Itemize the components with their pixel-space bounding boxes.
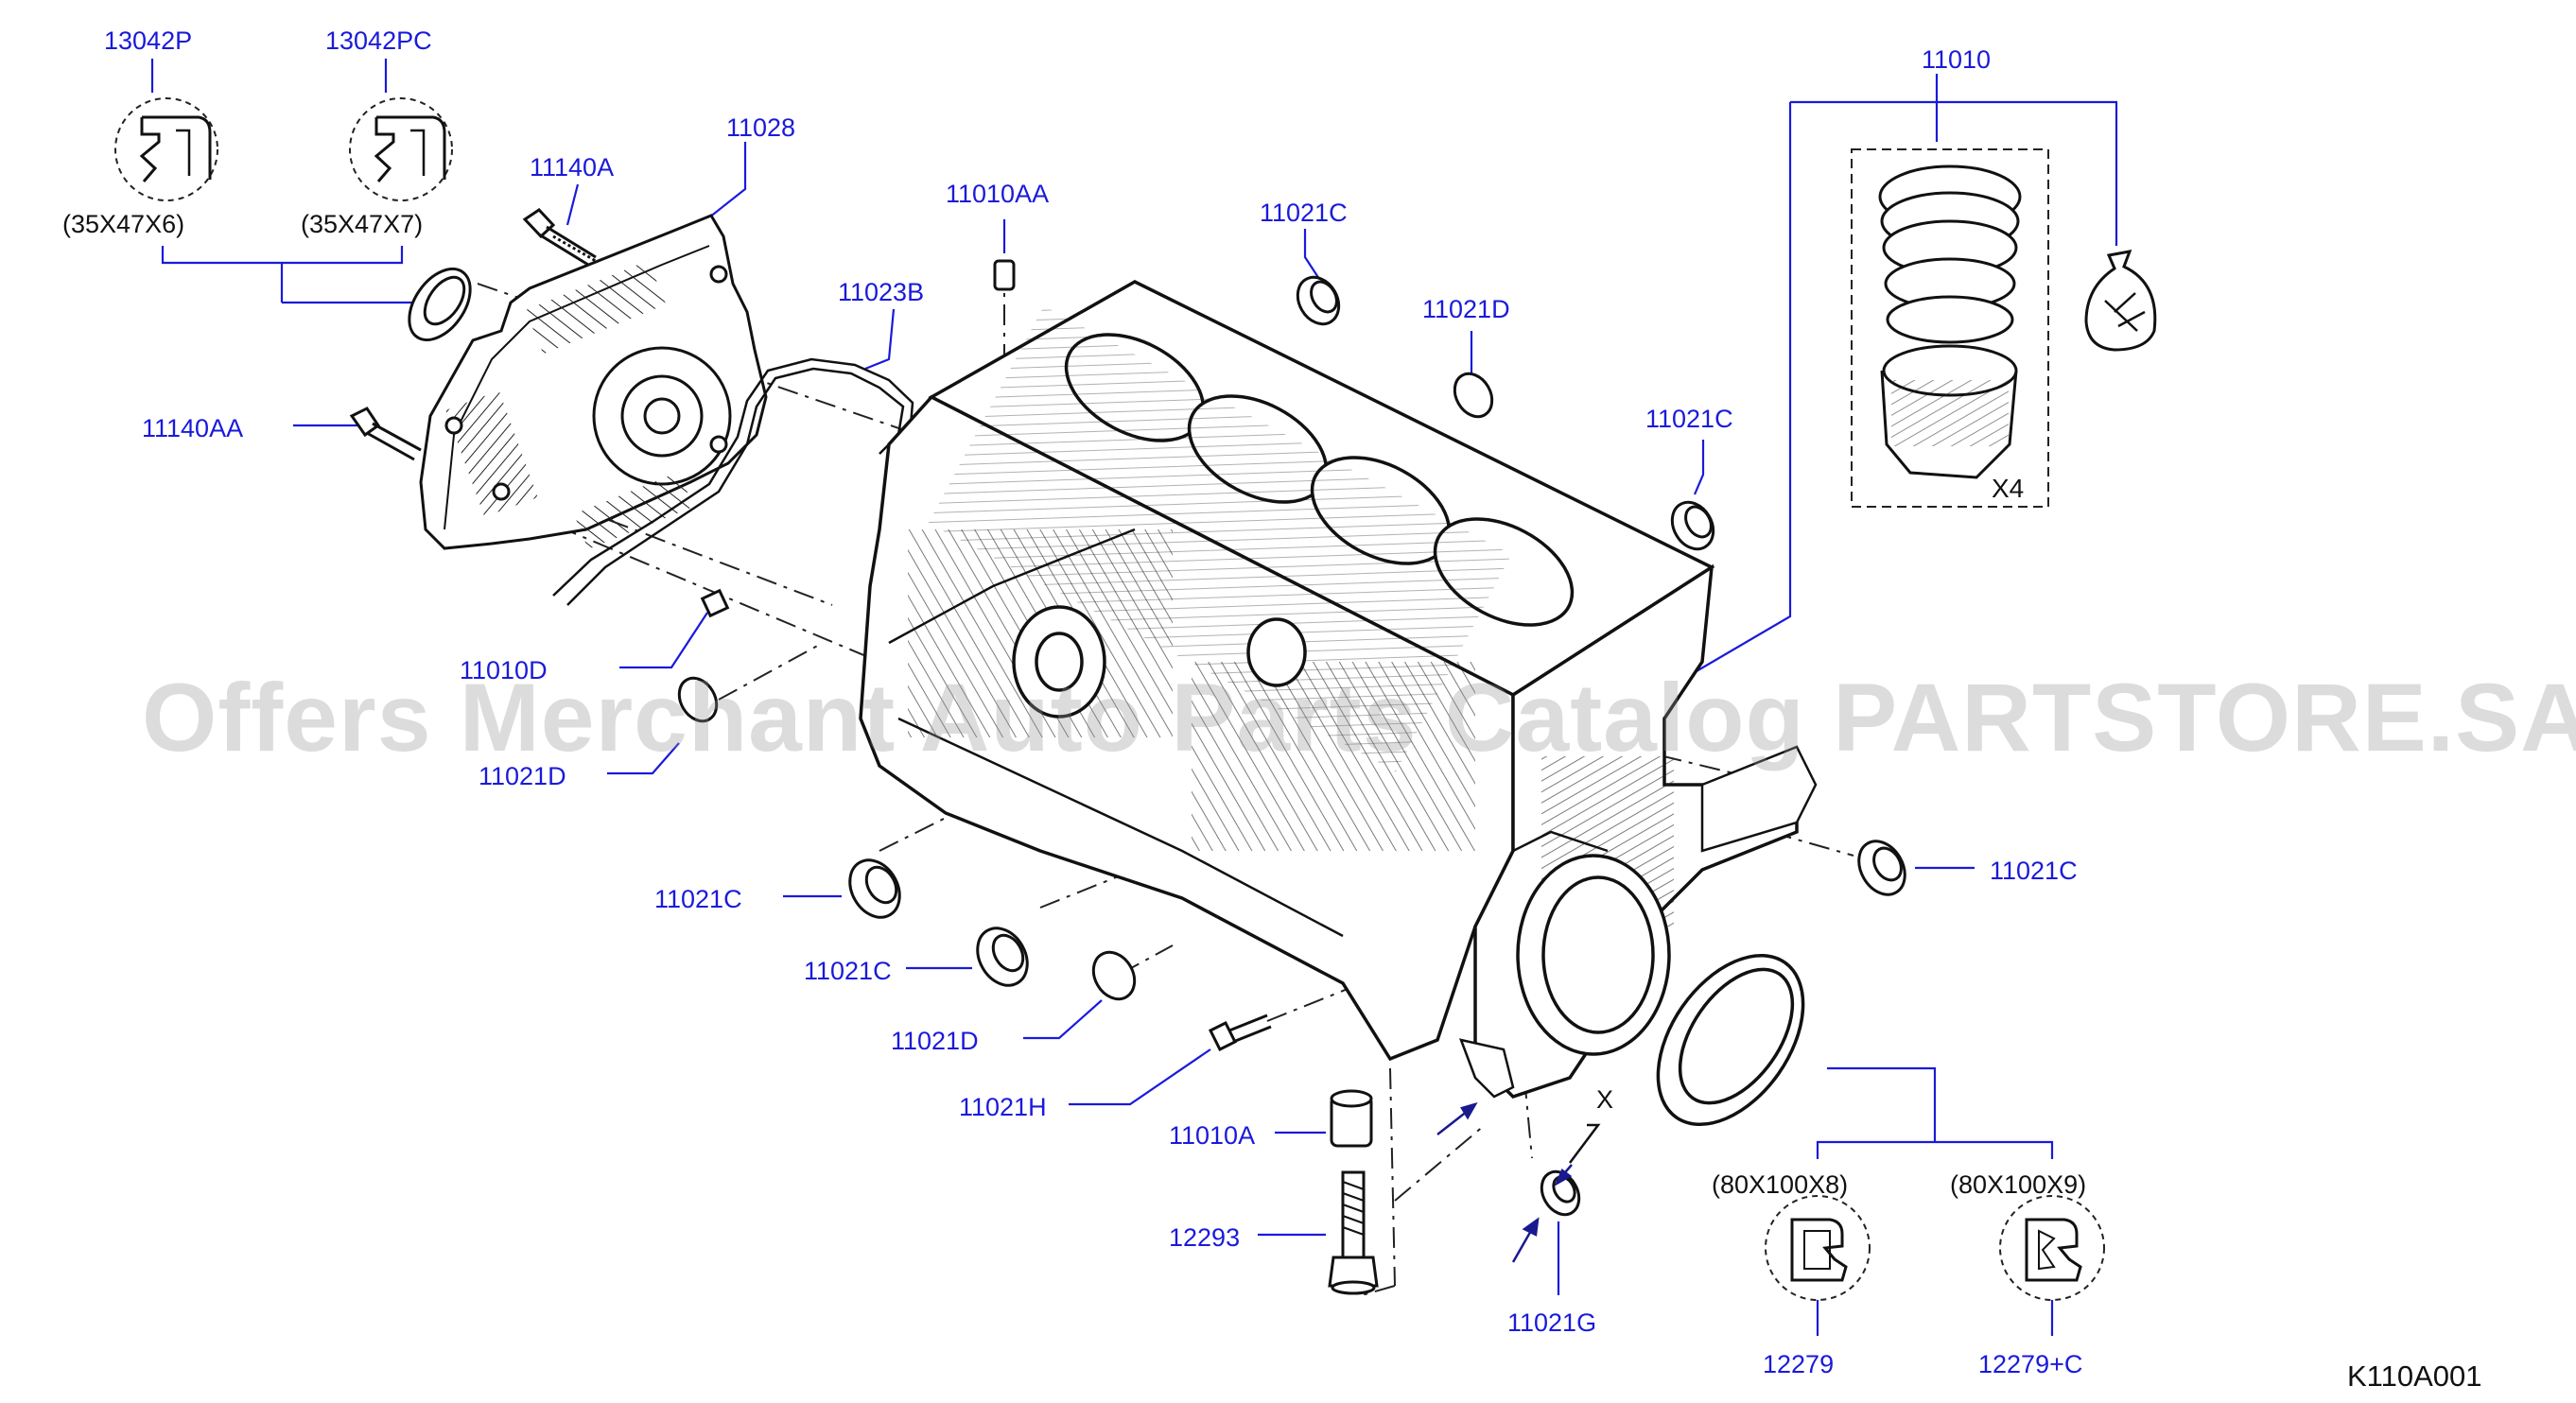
label-11021g[interactable]: 11021G [1507, 1308, 1597, 1337]
plugs-11021 [677, 275, 1906, 1217]
label-11021c-mid[interactable]: 11021C [804, 957, 892, 985]
label-11010aa[interactable]: 11010AA [946, 180, 1050, 208]
sealant-pack [2084, 250, 2157, 352]
label-11010a[interactable]: 11010A [1169, 1121, 1256, 1150]
figure-code: K110A001 [2347, 1360, 2482, 1393]
label-11021c-right-top[interactable]: 11021C [1645, 405, 1733, 433]
dowel-11010aa [993, 259, 1016, 291]
watermark: Offers Merchant Auto Parts Catalog PARTS… [142, 664, 2576, 771]
label-12293[interactable]: 12293 [1169, 1223, 1241, 1252]
cylinder-block [859, 280, 1818, 1100]
label-11140aa[interactable]: 11140AA [142, 414, 244, 442]
bolt-11140a [522, 208, 597, 267]
label-12279[interactable]: 12279 [1763, 1350, 1835, 1378]
leader-lines [150, 59, 2118, 1336]
sleeve-11010a [1330, 1089, 1373, 1148]
view-x-marker [1569, 1123, 1601, 1164]
arrow-markers [1436, 1101, 1573, 1263]
label-11028[interactable]: 11028 [726, 113, 796, 142]
label-11010d[interactable]: 11010D [460, 656, 548, 684]
view-marker-label: X [1596, 1085, 1614, 1114]
gasket-11023b [552, 357, 914, 606]
dowel-11010d [700, 588, 730, 618]
label-13042pc[interactable]: 13042PC [325, 26, 432, 55]
front-cover-11028 [419, 214, 768, 550]
seal-detail-13042pc [349, 97, 453, 201]
label-13042p[interactable]: 13042P [104, 26, 193, 55]
quantity-mark: X4 [1992, 474, 2025, 503]
label-11021d-left[interactable]: 11021D [479, 762, 566, 790]
label-11021c-left[interactable]: 11021C [654, 885, 742, 913]
label-11021c-top[interactable]: 11021C [1260, 199, 1348, 227]
seal-detail-12279c [1999, 1195, 2105, 1301]
dim-seal-large-2: (80X100X9) [1950, 1170, 2087, 1199]
dim-seal-small-1: (35X47X6) [62, 210, 185, 238]
dim-seal-small-2: (35X47X7) [301, 210, 424, 238]
bolt-11021h [1208, 1013, 1272, 1052]
label-12279c[interactable]: 12279+C [1978, 1350, 2083, 1378]
dim-seal-large-1: (80X100X8) [1712, 1170, 1849, 1199]
oil-seal-front [408, 268, 472, 341]
liner-group-box [1851, 148, 2049, 508]
label-11021c-right[interactable]: 11021C [1990, 857, 2078, 885]
label-11140a[interactable]: 11140A [530, 153, 615, 182]
bolt-12293 [1328, 1170, 1379, 1295]
label-11021d-mid[interactable]: 11021D [891, 1027, 979, 1055]
rear-oil-seal [1656, 953, 1805, 1127]
liner-11010 [1878, 165, 2022, 479]
seal-detail-13042p [114, 97, 218, 201]
label-11023b[interactable]: 11023B [838, 278, 925, 306]
label-11021h[interactable]: 11021H [959, 1093, 1047, 1121]
seal-detail-12279 [1765, 1195, 1871, 1301]
label-11010[interactable]: 11010 [1922, 45, 1992, 74]
bolt-11140aa [349, 407, 422, 461]
label-11021d-top[interactable]: 11021D [1422, 295, 1510, 323]
